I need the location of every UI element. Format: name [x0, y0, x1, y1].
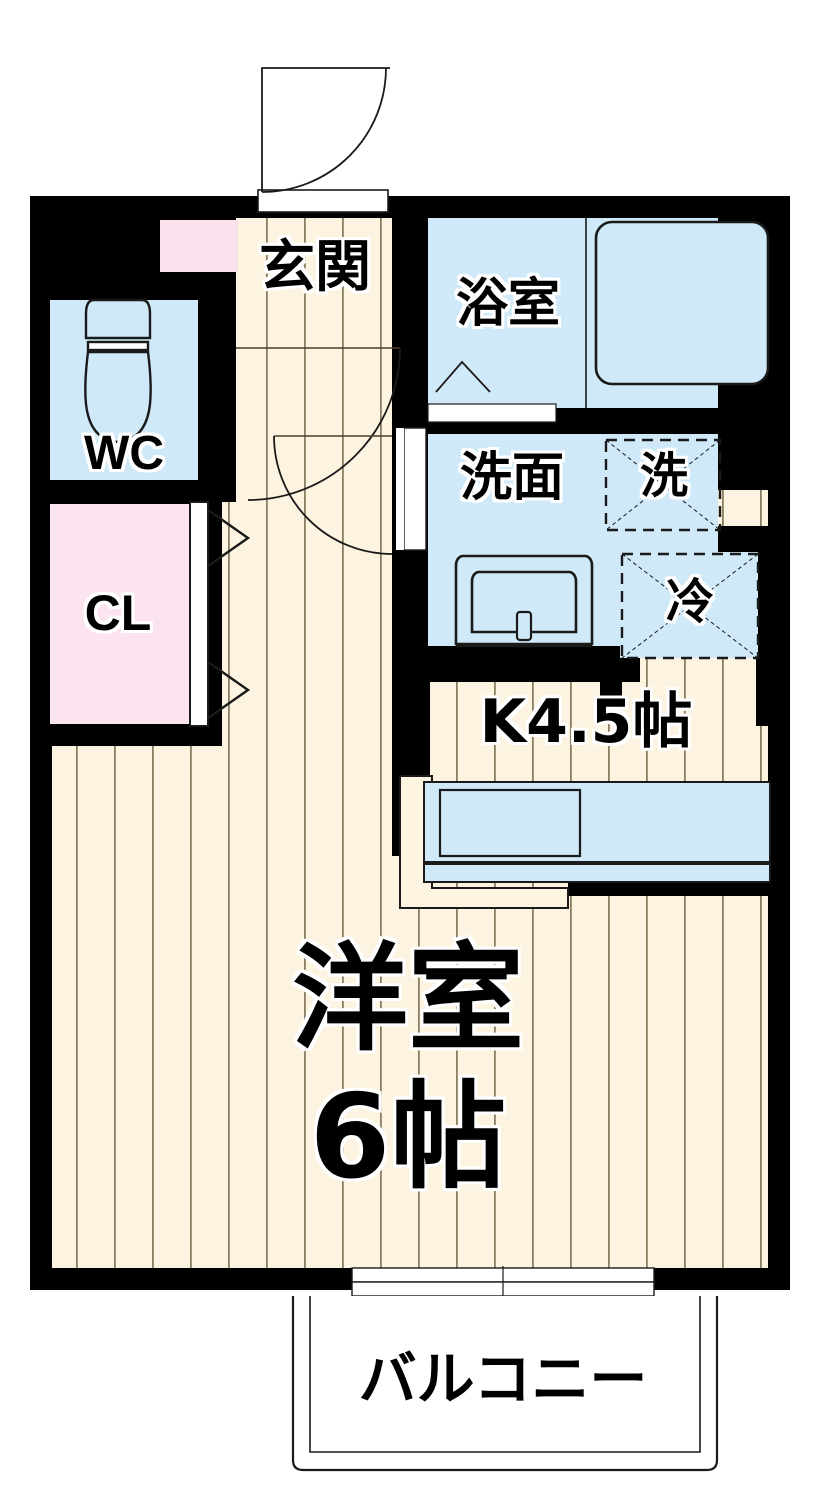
- closet-area: [50, 501, 251, 727]
- balcony-outline: [291, 1296, 719, 1472]
- room-label-mainroom: 洋室: [292, 932, 524, 1067]
- entrance-door-threshold: [257, 189, 389, 213]
- room-label-mainroom-size: 6帖: [309, 1070, 507, 1205]
- closet-folding-arrow-top: [207, 509, 251, 567]
- entrance-door-leaf: [261, 67, 390, 192]
- entrance-door-swing-arc: [261, 67, 387, 193]
- washroom-door: [403, 427, 427, 551]
- room-label-genkan: 玄関: [259, 235, 371, 300]
- entrance-door: [257, 67, 390, 213]
- toilet-fixture: [84, 298, 152, 444]
- kitchen-sink-counter: [399, 775, 771, 909]
- closet-floor: [50, 504, 192, 724]
- shoe-cabinet: [160, 220, 238, 272]
- door-swing-arc-1: [247, 347, 401, 501]
- bathtub: [585, 218, 770, 408]
- bath-drain-symbol: [435, 360, 491, 393]
- closet-door-leaf: [189, 501, 209, 727]
- washroom-door-jamb: [396, 428, 404, 550]
- room-label-wc: WC: [84, 427, 164, 480]
- room-label-closet: CL: [84, 585, 152, 641]
- refrigerator-space: [620, 552, 760, 660]
- room-label-washer: 洗: [639, 448, 689, 504]
- room-label-kitchen: K4.5帖: [479, 687, 693, 757]
- room-label-fridge: 冷: [665, 574, 715, 630]
- room-label-washroom: 洗面: [459, 448, 565, 508]
- balcony-sliding-door: [351, 1266, 655, 1300]
- washbasin-vanity: [454, 554, 594, 648]
- closet-folding-arrow-bottom: [207, 661, 251, 719]
- bath-door: [427, 403, 557, 423]
- hall-door-swings: [236, 347, 401, 555]
- door-swing-arc-2: [273, 435, 393, 555]
- room-label-bath: 浴室: [455, 274, 561, 334]
- washing-machine-space: [604, 438, 722, 532]
- room-label-balcony: バルコニー: [358, 1345, 648, 1413]
